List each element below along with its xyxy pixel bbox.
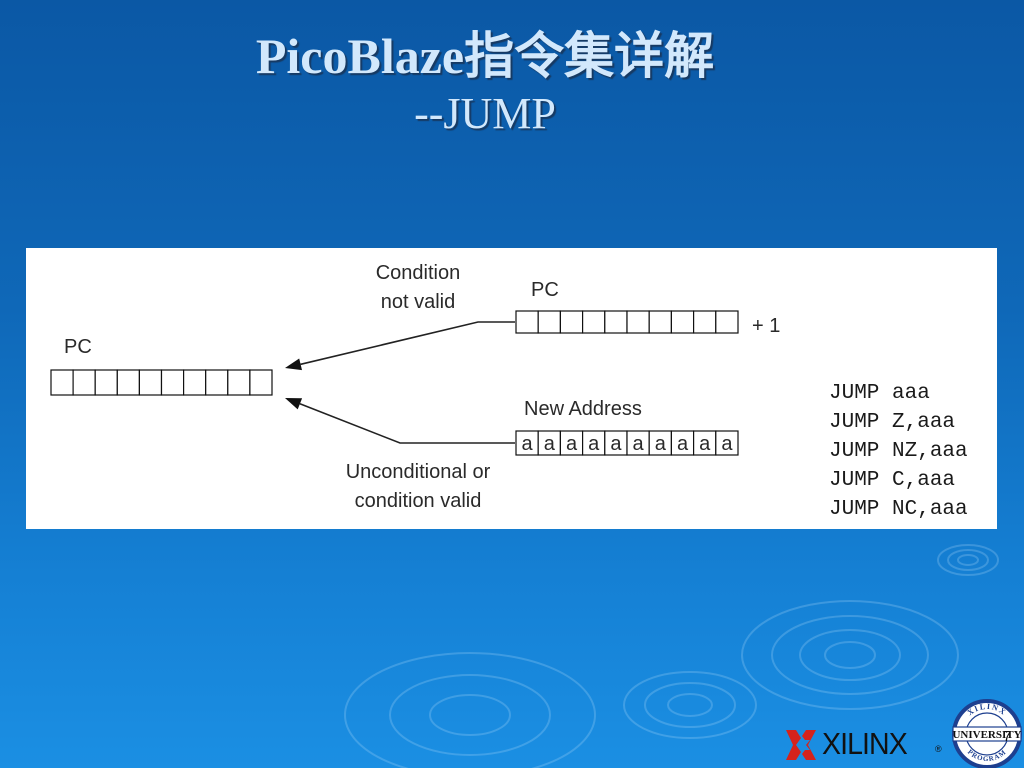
jump-diagram: PC PC + 1 New Address Condition not vali…: [50, 262, 968, 521]
code-line: JUMP Z,aaa: [829, 411, 955, 434]
condition-valid-arrow-line: [299, 403, 515, 444]
register-cell: [205, 369, 229, 396]
code-line: JUMP NC,aaa: [829, 498, 968, 521]
code-line: JUMP C,aaa: [829, 469, 955, 492]
register-cell: [227, 369, 251, 396]
register-cell-value: a: [544, 433, 556, 455]
register-cell: [648, 310, 673, 334]
register-cell-value: a: [721, 433, 733, 455]
register-cell: [670, 310, 695, 334]
register-cell: [581, 310, 606, 334]
register-cell-value: a: [522, 433, 534, 455]
register-cell-value: a: [655, 433, 667, 455]
xilinx-x-icon: [786, 730, 816, 760]
register-cell-value: a: [677, 433, 689, 455]
register-cell: [94, 369, 118, 396]
register-cell: [249, 369, 273, 396]
target-pc-register: [50, 369, 273, 396]
register-cell: [72, 369, 96, 396]
condition-valid-arrowhead: [285, 398, 303, 410]
seal-middle-text: UNIVERSITY: [952, 729, 1021, 741]
register-cell: [715, 310, 739, 334]
lower-path-label-line1: Unconditional or: [346, 461, 491, 483]
register-cell: [537, 310, 562, 334]
register-cell: [116, 369, 141, 396]
xilinx-brand-text: XILINX: [822, 726, 908, 761]
register-cell: [138, 369, 163, 396]
target-pc-label: PC: [64, 336, 92, 358]
register-cell: [604, 310, 628, 334]
page-number: 7: [1003, 728, 1012, 745]
upper-path-label-line1: Condition: [376, 262, 461, 284]
register-cell-value: a: [699, 433, 711, 455]
register-cell-value: a: [610, 433, 622, 455]
slide-title: PicoBlaze指令集详解: [255, 28, 715, 84]
register-cell-value: a: [566, 433, 578, 455]
register-cell: [626, 310, 650, 334]
university-program-seal: XILINX UNIVERSITY PROGRAM: [952, 699, 1022, 768]
registered-mark: ®: [935, 744, 942, 754]
register-cell: [183, 369, 207, 396]
register-cell-value: a: [588, 433, 600, 455]
xilinx-logo: XILINX ®: [784, 726, 944, 762]
register-cell: [50, 369, 74, 396]
jump-diagram-panel: PC PC + 1 New Address Condition not vali…: [26, 248, 997, 529]
lower-path-label-line2: condition valid: [355, 490, 482, 512]
code-line: JUMP NZ,aaa: [829, 440, 968, 463]
register-cell: [715, 430, 739, 456]
condition-not-valid-arrow-line: [300, 321, 515, 366]
register-cell: [515, 310, 539, 334]
register-cell-value: a: [633, 433, 645, 455]
condition-not-valid-arrowhead: [285, 358, 302, 371]
increment-label: + 1: [752, 315, 780, 337]
current-pc-label: PC: [531, 279, 559, 301]
register-cell: [160, 369, 185, 396]
register-cell: [559, 310, 584, 334]
register-cell: [692, 310, 717, 334]
new-address-label: New Address: [524, 398, 642, 420]
code-line: JUMP aaa: [829, 382, 930, 405]
slide-subtitle: --JUMP: [414, 89, 556, 138]
upper-path-label-line2: not valid: [381, 291, 456, 313]
current-pc-register: [515, 310, 739, 334]
